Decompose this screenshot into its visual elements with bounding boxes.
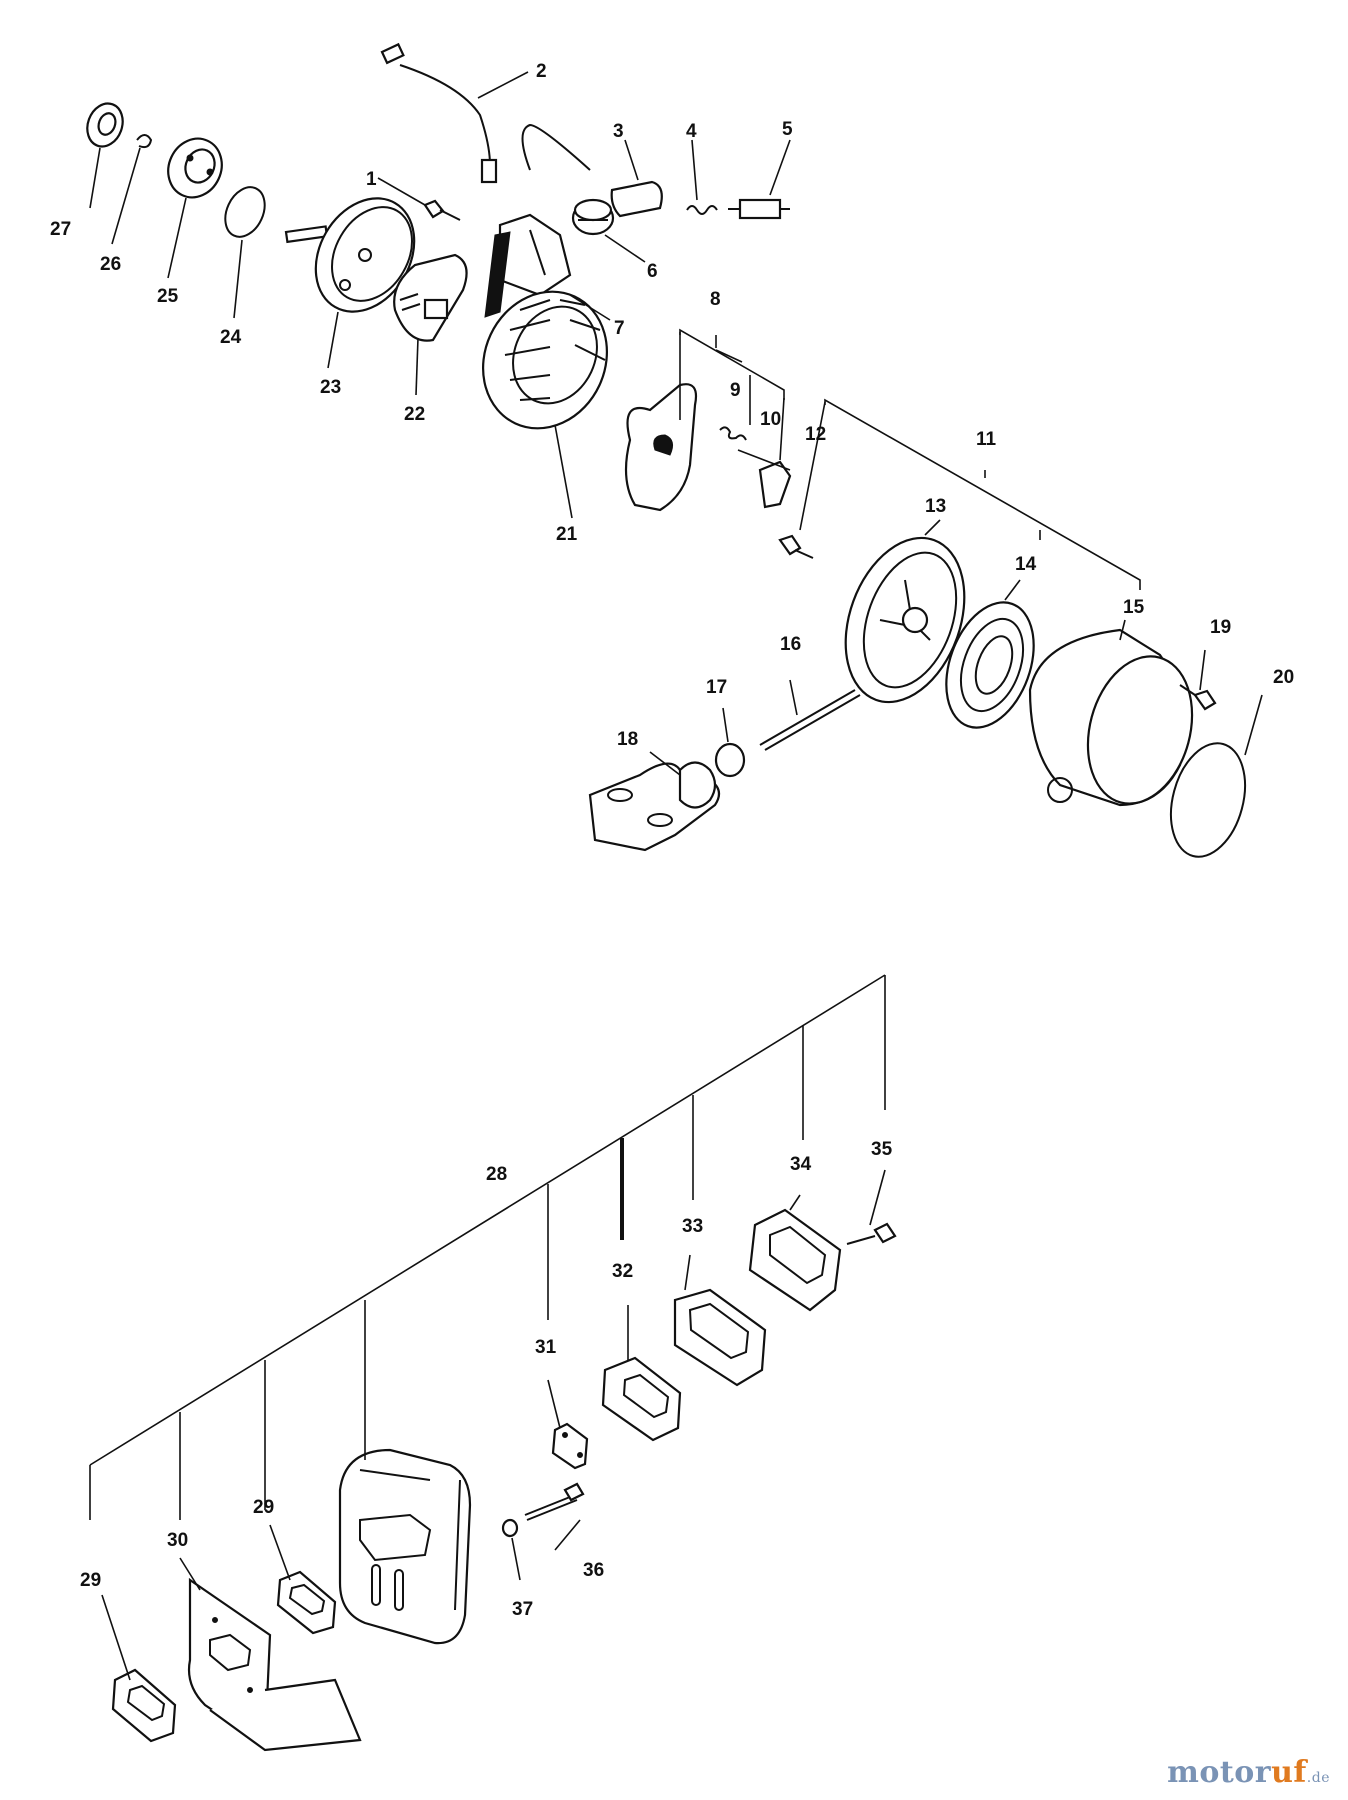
- label-21: 21: [556, 524, 578, 545]
- label-13: 13: [925, 496, 946, 517]
- label-16: 16: [780, 634, 801, 655]
- label-8: 8: [710, 289, 721, 310]
- part-37-washer: [501, 1518, 519, 1538]
- part-4-spring: [686, 205, 718, 215]
- label-4: 4: [686, 121, 697, 142]
- leader-lines: [89, 71, 1263, 1681]
- part-17-bushing: [714, 742, 746, 778]
- label-27: 27: [50, 219, 71, 240]
- part-29-gasket-b: [111, 1668, 177, 1743]
- label-31: 31: [535, 1337, 557, 1358]
- part-10-pawl: [758, 460, 792, 509]
- part-25-bearing: [167, 137, 223, 199]
- part-16-rope: [759, 689, 861, 751]
- part-26-clip: [136, 134, 153, 149]
- watermark-suffix: .de: [1306, 1770, 1330, 1786]
- label-5: 5: [782, 119, 793, 140]
- label-22: 22: [404, 404, 425, 425]
- part-21-flywheel: [481, 290, 609, 430]
- label-23: 23: [320, 377, 341, 398]
- part-24-circlip: [224, 186, 266, 238]
- label-20: 20: [1273, 667, 1294, 688]
- watermark-part2: uf: [1271, 1755, 1307, 1790]
- label-29-upper: 29: [253, 1497, 274, 1518]
- label-1: 1: [366, 169, 377, 190]
- label-19: 19: [1210, 617, 1231, 638]
- label-37: 37: [512, 1599, 533, 1620]
- label-33: 33: [682, 1216, 703, 1237]
- part-33-gasket: [673, 1288, 767, 1387]
- watermark-part1: motor: [1167, 1755, 1272, 1790]
- label-14: 14: [1015, 554, 1037, 575]
- label-26: 26: [100, 254, 121, 275]
- part-20-gasket: [1170, 742, 1246, 858]
- part-12-bolt: [778, 534, 814, 559]
- part-3-plug-cap: [610, 180, 663, 218]
- part-30-heat-shield: [187, 1577, 362, 1752]
- label-25: 25: [157, 286, 179, 307]
- part-35-bolt: [846, 1222, 897, 1245]
- part-2-wire: [380, 42, 498, 184]
- part-18-handle: [588, 761, 721, 852]
- part-31-plate: [551, 1422, 589, 1470]
- part-29-gasket-a: [276, 1570, 337, 1635]
- label-24: 24: [220, 327, 242, 348]
- label-10: 10: [760, 409, 781, 430]
- part-27-seal: [86, 102, 124, 148]
- part-22-clutch: [393, 253, 468, 342]
- part-23-clutch-drum: [284, 197, 416, 313]
- part-32-gasket: [601, 1356, 682, 1442]
- muffler-parts-drawings: [111, 1208, 897, 1752]
- part-9-spring: [719, 426, 747, 441]
- label-6: 6: [647, 261, 658, 282]
- label-11: 11: [976, 429, 997, 450]
- part-34-plate: [748, 1208, 842, 1312]
- part-8-pulley-holder: [624, 383, 698, 512]
- label-30: 30: [167, 1530, 188, 1551]
- part-15-starter-case: [1028, 628, 1194, 807]
- part-19-screw: [1179, 684, 1217, 711]
- label-2: 2: [536, 61, 547, 82]
- part-7-ignition-coil: [484, 123, 591, 318]
- label-28: 28: [486, 1164, 507, 1185]
- label-34: 34: [790, 1154, 812, 1175]
- label-17: 17: [706, 677, 727, 698]
- part-14-recoil-spring: [945, 601, 1035, 729]
- label-36: 36: [583, 1560, 604, 1581]
- label-12: 12: [805, 424, 826, 445]
- part-5-spark-plug: [728, 198, 790, 220]
- label-18: 18: [617, 729, 638, 750]
- label-29-lower: 29: [80, 1570, 101, 1591]
- label-9: 9: [730, 380, 741, 401]
- watermark-logo: motoruf.de: [1167, 1755, 1330, 1790]
- label-3: 3: [613, 121, 624, 142]
- part-number-labels: 1 2 3 4 5 6 7 8 9 10 11 12 13 14 15 16 1…: [50, 61, 1294, 1620]
- label-32: 32: [612, 1261, 633, 1282]
- label-15: 15: [1123, 597, 1145, 618]
- label-7: 7: [614, 318, 625, 339]
- part-28-muffler: [338, 1448, 472, 1645]
- parts-drawings: [86, 42, 1246, 858]
- part-36-bolt: [524, 1482, 585, 1521]
- part-1-screw: [423, 199, 461, 221]
- part-6-cap: [571, 198, 615, 236]
- label-35: 35: [871, 1139, 893, 1160]
